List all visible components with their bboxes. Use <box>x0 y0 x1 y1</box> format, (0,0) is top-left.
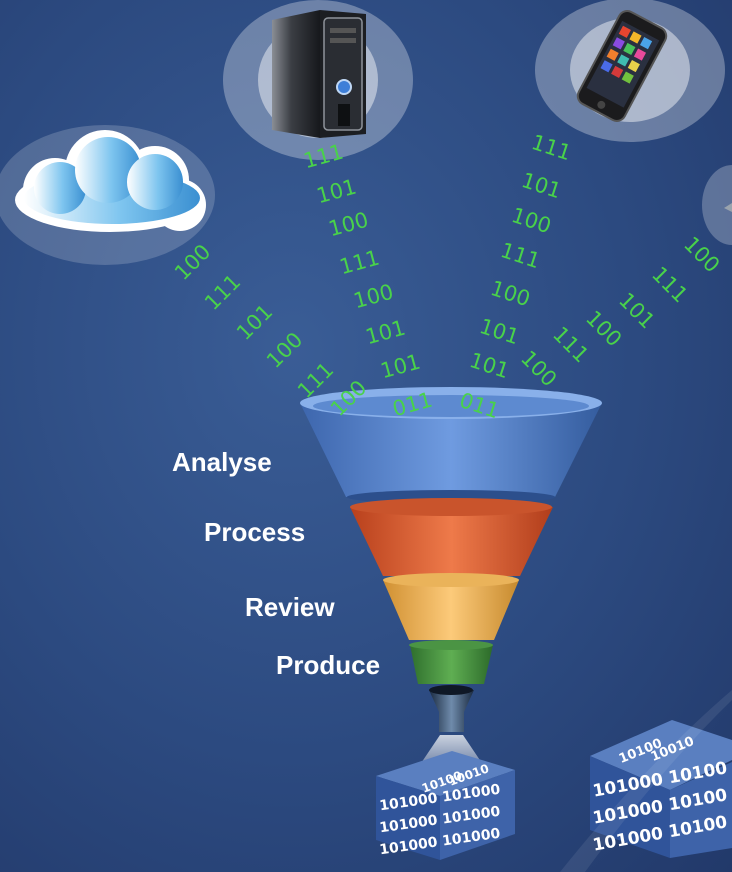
partial-device-icon <box>702 165 732 245</box>
phone-icon <box>535 0 725 142</box>
stage-label-produce: Produce <box>276 650 381 680</box>
funnel-stage-analyse <box>300 403 602 497</box>
cloud-icon <box>0 125 215 265</box>
funnel-nozzle <box>429 690 474 732</box>
funnel-stage-review <box>383 580 519 640</box>
stage-label-review: Review <box>245 592 335 622</box>
funnel-stage-produce <box>410 645 493 684</box>
funnel <box>300 387 602 790</box>
stage-label-process: Process <box>204 517 306 547</box>
light-streak <box>560 690 732 872</box>
data-cube <box>376 751 515 860</box>
stage-label-analyse: Analyse <box>172 447 272 477</box>
funnel-stage-process <box>350 507 553 576</box>
server-icon <box>223 0 413 160</box>
data-cube-2 <box>590 720 732 858</box>
